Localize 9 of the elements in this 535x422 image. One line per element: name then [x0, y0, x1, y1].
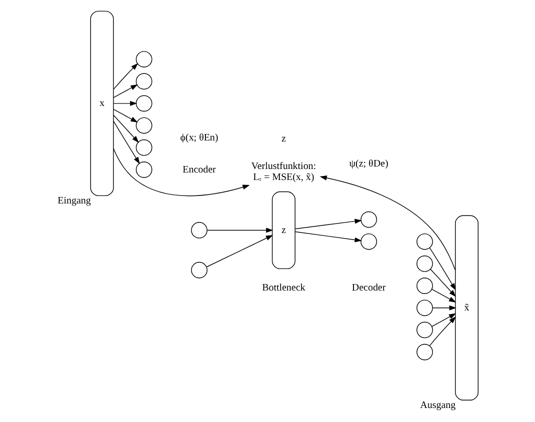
label: Encoder: [182, 164, 216, 176]
node-label: Ausgang: [420, 400, 456, 412]
label: z: [280, 134, 286, 145]
label: Bottleneck: [262, 282, 305, 294]
label: ψ(z; θDe): [348, 158, 388, 170]
label: ϕ(x; θEn): [180, 132, 218, 144]
node-text: Verlustfunktion: Lᵣ = MSE(x, x̃): [250, 161, 316, 183]
label: Decoder: [351, 282, 386, 294]
node-label: Eingang: [57, 196, 90, 207]
